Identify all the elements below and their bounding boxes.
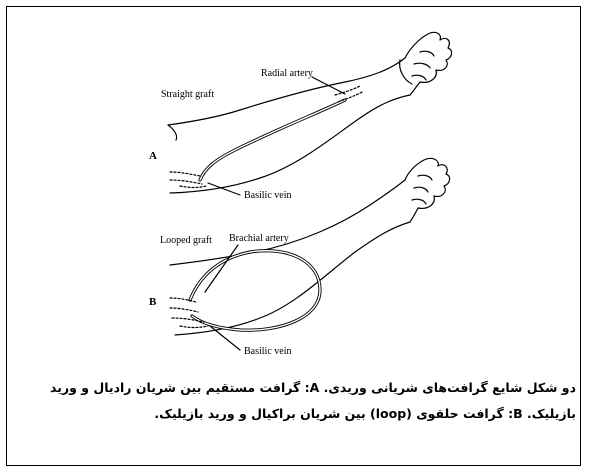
forearm-b-drawing xyxy=(170,158,450,350)
panel-b-letter: B xyxy=(149,296,156,308)
panel-a-letter: A xyxy=(149,150,157,162)
basilic-vein-label-a: Basilic vein xyxy=(244,190,292,201)
radial-artery-label: Radial artery xyxy=(261,68,313,79)
caption-line-2: بازیلیک. B: گرافت حلقوی (loop) بین شریان… xyxy=(14,401,576,427)
basilic-vein-label-b: Basilic vein xyxy=(244,346,292,357)
forearm-a-drawing xyxy=(168,32,452,195)
figure-caption: دو شکل شایع گرافت‌های شریانی وریدی. A: گ… xyxy=(14,375,576,427)
brachial-artery-label: Brachial artery xyxy=(229,233,289,244)
straight-graft-label: Straight graft xyxy=(161,89,214,100)
looped-graft-label: Looped graft xyxy=(160,235,212,246)
caption-line-1: دو شکل شایع گرافت‌های شریانی وریدی. A: گ… xyxy=(14,375,576,401)
